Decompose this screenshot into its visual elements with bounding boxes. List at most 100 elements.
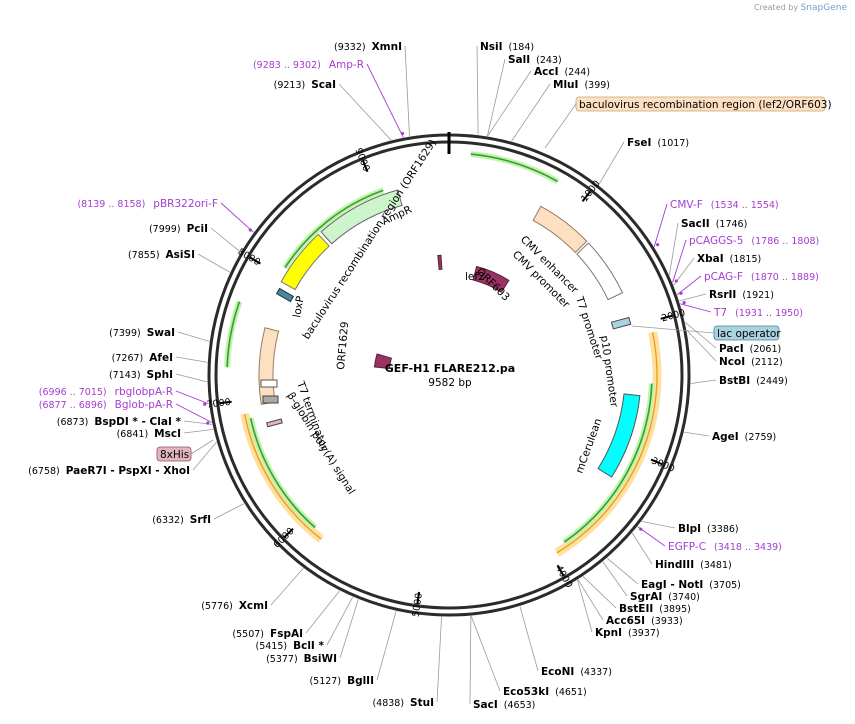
snapgene-brand: SnapGene — [800, 3, 847, 13]
site-bsiwi[interactable]: (5377)BsiWI — [266, 599, 359, 665]
site-kpni[interactable]: KpnI(3937) — [577, 579, 660, 639]
feature-label-7: loxP — [291, 295, 307, 318]
site-acci[interactable]: AccI(244) — [487, 66, 590, 137]
boxed-label-8xhis[interactable]: 8xHis — [156, 446, 192, 462]
site-econi[interactable]: EcoNI(4337) — [519, 606, 612, 678]
feature-orf603[interactable] — [472, 265, 510, 293]
site-xmni[interactable]: (9332)XmnI — [334, 41, 410, 137]
feature-mcerulean[interactable] — [597, 393, 641, 478]
primer-pcag-f-label: pCAG-F(1870 .. 1889) — [704, 271, 819, 283]
site-nsii-name: NsiI — [480, 41, 503, 53]
primer-egfp-c[interactable]: EGFP-C(3418 .. 3439) — [637, 526, 782, 553]
primer-cmv-f[interactable]: CMV-F(1534 .. 1554) — [653, 199, 779, 247]
site-sali-pos: (243) — [536, 55, 562, 66]
feature-orf1629[interactable] — [373, 353, 393, 370]
tick-3000 — [650, 458, 663, 466]
feature-lef2[interactable] — [437, 254, 443, 271]
site-saci[interactable]: SacI(4653) — [469, 616, 535, 711]
site-asisi[interactable]: (7855)AsiSI — [128, 249, 231, 273]
site-swai[interactable]: (7399)SwaI — [109, 327, 210, 342]
orf-line-0 — [470, 153, 559, 183]
primer-bglob-pa-r[interactable]: (6877 .. 6896)Bglob-pA-R — [39, 399, 212, 425]
site-acc65i[interactable]: Acc65I(3933) — [577, 579, 683, 627]
site-paer7i-pspxi-xhoi-leader — [192, 441, 217, 471]
boxed-label-lac-operator[interactable]: lac operator — [713, 325, 781, 341]
site-hindiii-pos: (3481) — [700, 560, 732, 571]
site-swai-name: SwaI — [147, 327, 175, 339]
restriction-sites[interactable]: (9332)XmnI(9213)ScaINsiI(184)SalI(243)Ac… — [28, 41, 788, 711]
site-hindiii[interactable]: HindIII(3481) — [631, 532, 732, 571]
site-pcii[interactable]: (7999)PciI — [149, 223, 241, 253]
boxed-feature-labels[interactable]: baculovirus recombination region (lef2/O… — [156, 96, 832, 462]
primer-egfp-c-name: EGFP-C — [668, 541, 706, 553]
primer-t7[interactable]: T7(1931 .. 1950) — [680, 301, 803, 319]
boxed-label-baculovirus-recombination-region-lef2-orf603-text: baculovirus recombination region (lef2/O… — [579, 99, 832, 111]
primer-pbr322ori-f[interactable]: (8139 .. 8158)pBR322ori-F — [77, 198, 254, 233]
site-kpni-name: KpnI — [595, 627, 622, 639]
site-sphi[interactable]: (7143)SphI — [109, 369, 208, 383]
primers[interactable]: (9283 .. 9302)Amp-R (8139 .. 8158)pBR322o… — [39, 59, 820, 553]
primer-pcaggs-5[interactable]: pCAGGS-5(1786 .. 1808) — [672, 235, 820, 283]
site-bspdi-clai-pos: (6873) — [57, 417, 89, 428]
feature-ampr[interactable] — [320, 189, 403, 245]
site-sacii[interactable]: SacII(1746) — [668, 218, 747, 276]
site-sgrai[interactable]: SgrAI(3740) — [602, 561, 700, 603]
primer-pcag-f[interactable]: pCAG-F(1870 .. 1889) — [676, 271, 819, 295]
site-bsiwi-name: BsiWI — [304, 653, 337, 665]
site-fspai-label: (5507)FspAI — [232, 628, 303, 640]
site-xcmi[interactable]: (5776)XcmI — [201, 567, 304, 612]
site-blpi[interactable]: BlpI(3386) — [641, 520, 739, 535]
site-agei[interactable]: AgeI(2759) — [684, 431, 776, 443]
primer-t7-label: T7(1931 .. 1950) — [713, 307, 803, 319]
site-bspdi-clai[interactable]: (6873)BspDI * - ClaI * — [57, 416, 213, 428]
feature-cmv-enhancer[interactable] — [532, 205, 588, 254]
site-mlui[interactable]: MluI(399) — [511, 79, 610, 142]
site-sacii-label: SacII(1746) — [681, 218, 747, 230]
feature-label-6: ORF1629 — [335, 321, 351, 370]
site-paer7i-pspxi-xhoi[interactable]: (6758)PaeR7I - PspXI - XhoI — [28, 441, 217, 477]
site-bsteii[interactable]: BstEII(3895) — [582, 576, 691, 615]
orange-bands — [240, 331, 662, 557]
site-bglii[interactable]: (5127)BglII — [309, 611, 397, 687]
site-nsii[interactable]: NsiI(184) — [476, 41, 534, 135]
primer-pbr322ori-f-leader — [220, 202, 254, 233]
features[interactable] — [258, 189, 641, 478]
feature-label-4: lef2 — [465, 271, 485, 283]
site-bcli[interactable]: (5415)BclI * — [256, 596, 354, 652]
site-afei-label: (7267)AfeI — [112, 352, 173, 364]
site-scai[interactable]: (9213)ScaI — [274, 79, 392, 141]
primer-cmv-f-leader — [653, 203, 668, 247]
site-fsei[interactable]: FseI(1017) — [598, 137, 689, 186]
site-msci[interactable]: (6841)MscI — [117, 428, 214, 440]
site-stui[interactable]: (4838)StuI — [372, 616, 442, 709]
site-fspai[interactable]: (5507)FspAI — [232, 590, 340, 640]
primer-amp-r[interactable]: (9283 .. 9302)Amp-R — [253, 59, 405, 138]
site-bstbi[interactable]: BstBI(2449) — [690, 375, 788, 387]
feature-cmv-promoter[interactable] — [576, 242, 624, 301]
site-ncoi[interactable]: NcoI(2112) — [686, 329, 783, 368]
feature-ori[interactable] — [280, 233, 330, 291]
site-eco53ki-label: Eco53kI(4651) — [503, 686, 587, 698]
site-xmni-name: XmnI — [372, 41, 402, 53]
site-ncoi-pos: (2112) — [751, 357, 783, 368]
site-paci[interactable]: PacI(2061) — [684, 322, 781, 355]
site-afei[interactable]: (7267)AfeI — [112, 352, 208, 364]
boxed-label-baculovirus-recombination-region-lef2-orf603[interactable]: baculovirus recombination region (lef2/O… — [575, 96, 832, 112]
site-srfi-label: (6332)SrfI — [152, 514, 211, 526]
site-kpni-label: KpnI(3937) — [595, 627, 660, 639]
site-paci-label: PacI(2061) — [719, 343, 781, 355]
tick-4000 — [556, 564, 565, 577]
site-eagi-noti[interactable]: EagI - NotI(3705) — [606, 557, 741, 591]
site-eagi-noti-name: EagI - NotI — [641, 579, 703, 591]
site-eco53ki-pos: (4651) — [555, 687, 587, 698]
site-pcii-name: PciI — [187, 223, 208, 235]
site-rsrii[interactable]: RsrII(1921) — [679, 289, 774, 302]
site-sali[interactable]: SalI(243) — [487, 54, 562, 137]
site-srfi[interactable]: (6332)SrfI — [152, 503, 245, 526]
site-eco53ki[interactable]: Eco53kI(4651) — [470, 615, 587, 698]
orf-line-1 — [563, 383, 653, 543]
primer-amp-r-marker — [400, 131, 405, 136]
feature-baculovirus-recombination-region-orf1629[interactable] — [258, 327, 280, 405]
primer-rbglobpa-r[interactable]: (6996 .. 7015)rbglobpA-R — [39, 386, 209, 406]
